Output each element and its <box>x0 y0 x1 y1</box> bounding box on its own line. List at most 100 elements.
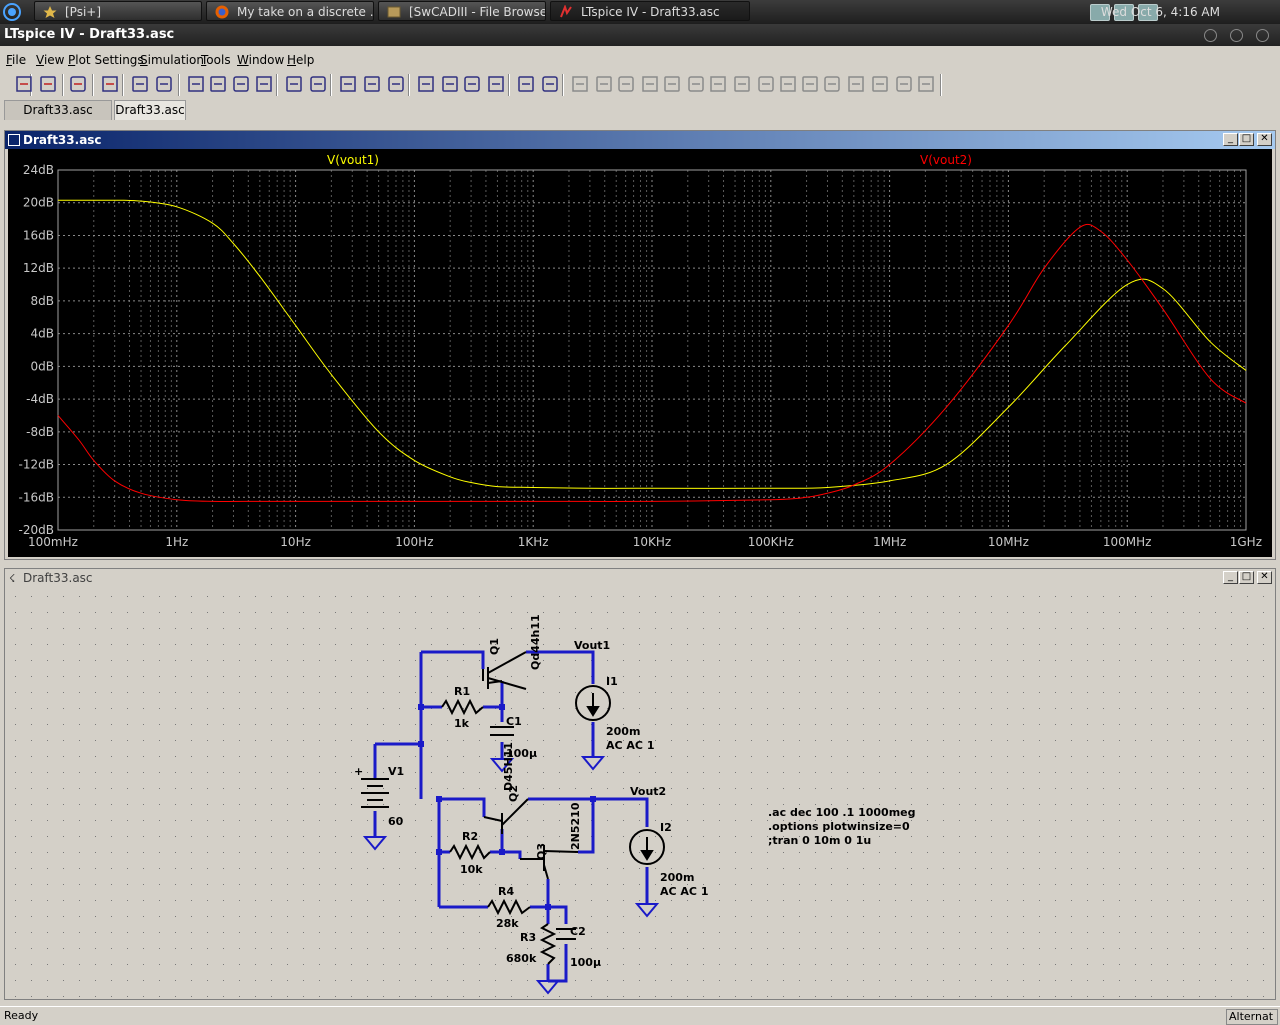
print-setup-icon[interactable] <box>516 74 536 94</box>
x-tick-label: 100KHz <box>748 535 794 549</box>
copy-icon[interactable] <box>440 74 460 94</box>
resistor-r2[interactable] <box>449 843 491 861</box>
zoom-out-icon[interactable] <box>231 74 251 94</box>
taskbar-item-file-browser[interactable]: [SwCADIII - File Browser] <box>378 1 546 21</box>
tile-vertical-icon[interactable] <box>386 74 406 94</box>
spice-directive-options[interactable]: .options plotwinsize=0 <box>768 820 910 833</box>
system-menu-icon[interactable] <box>2 2 22 22</box>
v1-value: 60 <box>388 815 404 828</box>
component-icon[interactable] <box>732 74 752 94</box>
plot-grid-icon[interactable] <box>308 74 328 94</box>
clock[interactable]: Wed Oct 6, 4:16 AM <box>1100 5 1220 19</box>
resistor-icon[interactable] <box>640 74 660 94</box>
capacitor-c2[interactable] <box>556 928 576 940</box>
menu-tools[interactable]: Tools <box>201 53 231 67</box>
open-icon[interactable] <box>38 74 58 94</box>
print-icon[interactable] <box>540 74 560 94</box>
taskbar-item-firefox[interactable]: My take on a discrete ... <box>206 1 374 21</box>
x-tick-label: 1KHz <box>518 535 549 549</box>
inductor-icon[interactable] <box>686 74 706 94</box>
trace-label-1[interactable]: V(vout1) <box>327 153 379 167</box>
undo-icon[interactable] <box>800 74 820 94</box>
ground-icon[interactable] <box>594 74 614 94</box>
trace-vout1[interactable] <box>57 199 1247 489</box>
drag-icon[interactable] <box>778 74 798 94</box>
trace-vout2[interactable] <box>57 223 1247 502</box>
text-icon[interactable] <box>894 74 914 94</box>
current-source-i2[interactable] <box>629 829 665 865</box>
tab-draft33-1[interactable]: Draft33.asc <box>4 100 112 120</box>
find-icon[interactable] <box>486 74 506 94</box>
control-panel-icon[interactable] <box>100 74 120 94</box>
pan-icon[interactable] <box>154 74 174 94</box>
menu-window[interactable]: Window <box>237 53 285 67</box>
cut-icon[interactable] <box>416 74 436 94</box>
capacitor-icon[interactable] <box>662 74 682 94</box>
new-schematic-icon[interactable] <box>14 74 34 94</box>
maximize-button[interactable] <box>1230 29 1243 42</box>
schematic-window: Draft33.asc ☇ _ □ ✕ <box>4 568 1276 1000</box>
cascade-icon[interactable] <box>362 74 382 94</box>
minimize-button[interactable] <box>1204 29 1217 42</box>
menu-plot-settings[interactable]: Plot Settings <box>68 53 144 67</box>
tab-draft33-2[interactable]: Draft33.asc <box>114 100 186 120</box>
plot-pane[interactable]: 24dB20dB16dB12dB8dB4dB0dB-4dB-8dB-12dB-1… <box>8 149 1272 557</box>
paste-icon[interactable] <box>462 74 482 94</box>
menu-simulation[interactable]: Simulation <box>140 53 204 67</box>
rotate-icon[interactable] <box>846 74 866 94</box>
window-title: LTspice IV - Draft33.asc <box>4 27 175 42</box>
spice-directive-icon[interactable] <box>916 74 936 94</box>
spice-directive-tran-comment[interactable]: ;tran 0 10m 0 1u <box>768 834 871 847</box>
resistor-r1[interactable] <box>441 698 484 716</box>
autorange-icon[interactable] <box>284 74 304 94</box>
tray-icon-3[interactable] <box>1138 4 1158 21</box>
taskbar-item-ltspice[interactable]: LTspice IV - Draft33.asc <box>550 1 750 21</box>
transistor-q3[interactable] <box>520 845 579 880</box>
redo-icon[interactable] <box>822 74 842 94</box>
y-tick-label: 24dB <box>23 163 54 177</box>
trace-label-2[interactable]: V(vout2) <box>920 153 972 167</box>
zoom-cancel-icon[interactable] <box>254 74 274 94</box>
save-icon[interactable] <box>68 74 88 94</box>
transistor-q2[interactable] <box>483 798 529 834</box>
plot-maximize-button[interactable]: □ <box>1239 133 1254 146</box>
r4-value: 28k <box>496 917 519 930</box>
run-icon[interactable] <box>130 74 150 94</box>
schematic-maximize-button[interactable]: □ <box>1239 571 1254 584</box>
plot-close-button[interactable]: ✕ <box>1257 133 1272 146</box>
menu-view[interactable]: View <box>36 53 65 67</box>
label-icon[interactable] <box>616 74 636 94</box>
i1-label: I1 <box>606 675 618 688</box>
tray-icon-2[interactable] <box>1114 4 1134 21</box>
x-tick-label: 10Hz <box>280 535 311 549</box>
y-tick-label: 4dB <box>31 327 54 341</box>
current-source-i1[interactable] <box>575 685 611 721</box>
menu-file[interactable]: File <box>6 53 27 67</box>
r2-label: R2 <box>462 830 478 843</box>
capacitor-c1[interactable] <box>490 726 514 736</box>
schematic-close-button[interactable]: ✕ <box>1257 571 1272 584</box>
r3-value: 680k <box>506 952 537 965</box>
tray-icon-1[interactable] <box>1090 4 1110 21</box>
zoom-rect-icon[interactable] <box>208 74 228 94</box>
voltage-source-v1[interactable] <box>361 778 389 808</box>
waveform-icon <box>8 134 20 146</box>
status-text: Ready <box>4 1009 39 1022</box>
move-icon[interactable] <box>756 74 776 94</box>
menu-help[interactable]: Help <box>287 53 315 67</box>
plot-minimize-button[interactable]: _ <box>1223 133 1238 146</box>
wire-icon[interactable] <box>570 74 590 94</box>
schematic-canvas[interactable]: Q1 Qd44h11 Vout1 R1 1k C1 100µ I1 200m A… <box>8 589 1272 997</box>
zoom-in-icon[interactable] <box>186 74 206 94</box>
resistor-r4[interactable] <box>487 898 531 916</box>
tile-horizontal-icon[interactable] <box>338 74 358 94</box>
schematic-minimize-button[interactable]: _ <box>1223 571 1238 584</box>
diode-icon[interactable] <box>708 74 728 94</box>
schematic-window-title: Draft33.asc <box>23 571 93 585</box>
taskbar-item-psi[interactable]: [Psi+] <box>34 1 202 21</box>
mirror-icon[interactable] <box>870 74 890 94</box>
transistor-q1[interactable] <box>482 651 527 690</box>
resistor-r3[interactable] <box>539 923 557 965</box>
spice-directive-ac[interactable]: .ac dec 100 .1 1000meg <box>768 806 916 819</box>
close-button[interactable] <box>1256 29 1269 42</box>
